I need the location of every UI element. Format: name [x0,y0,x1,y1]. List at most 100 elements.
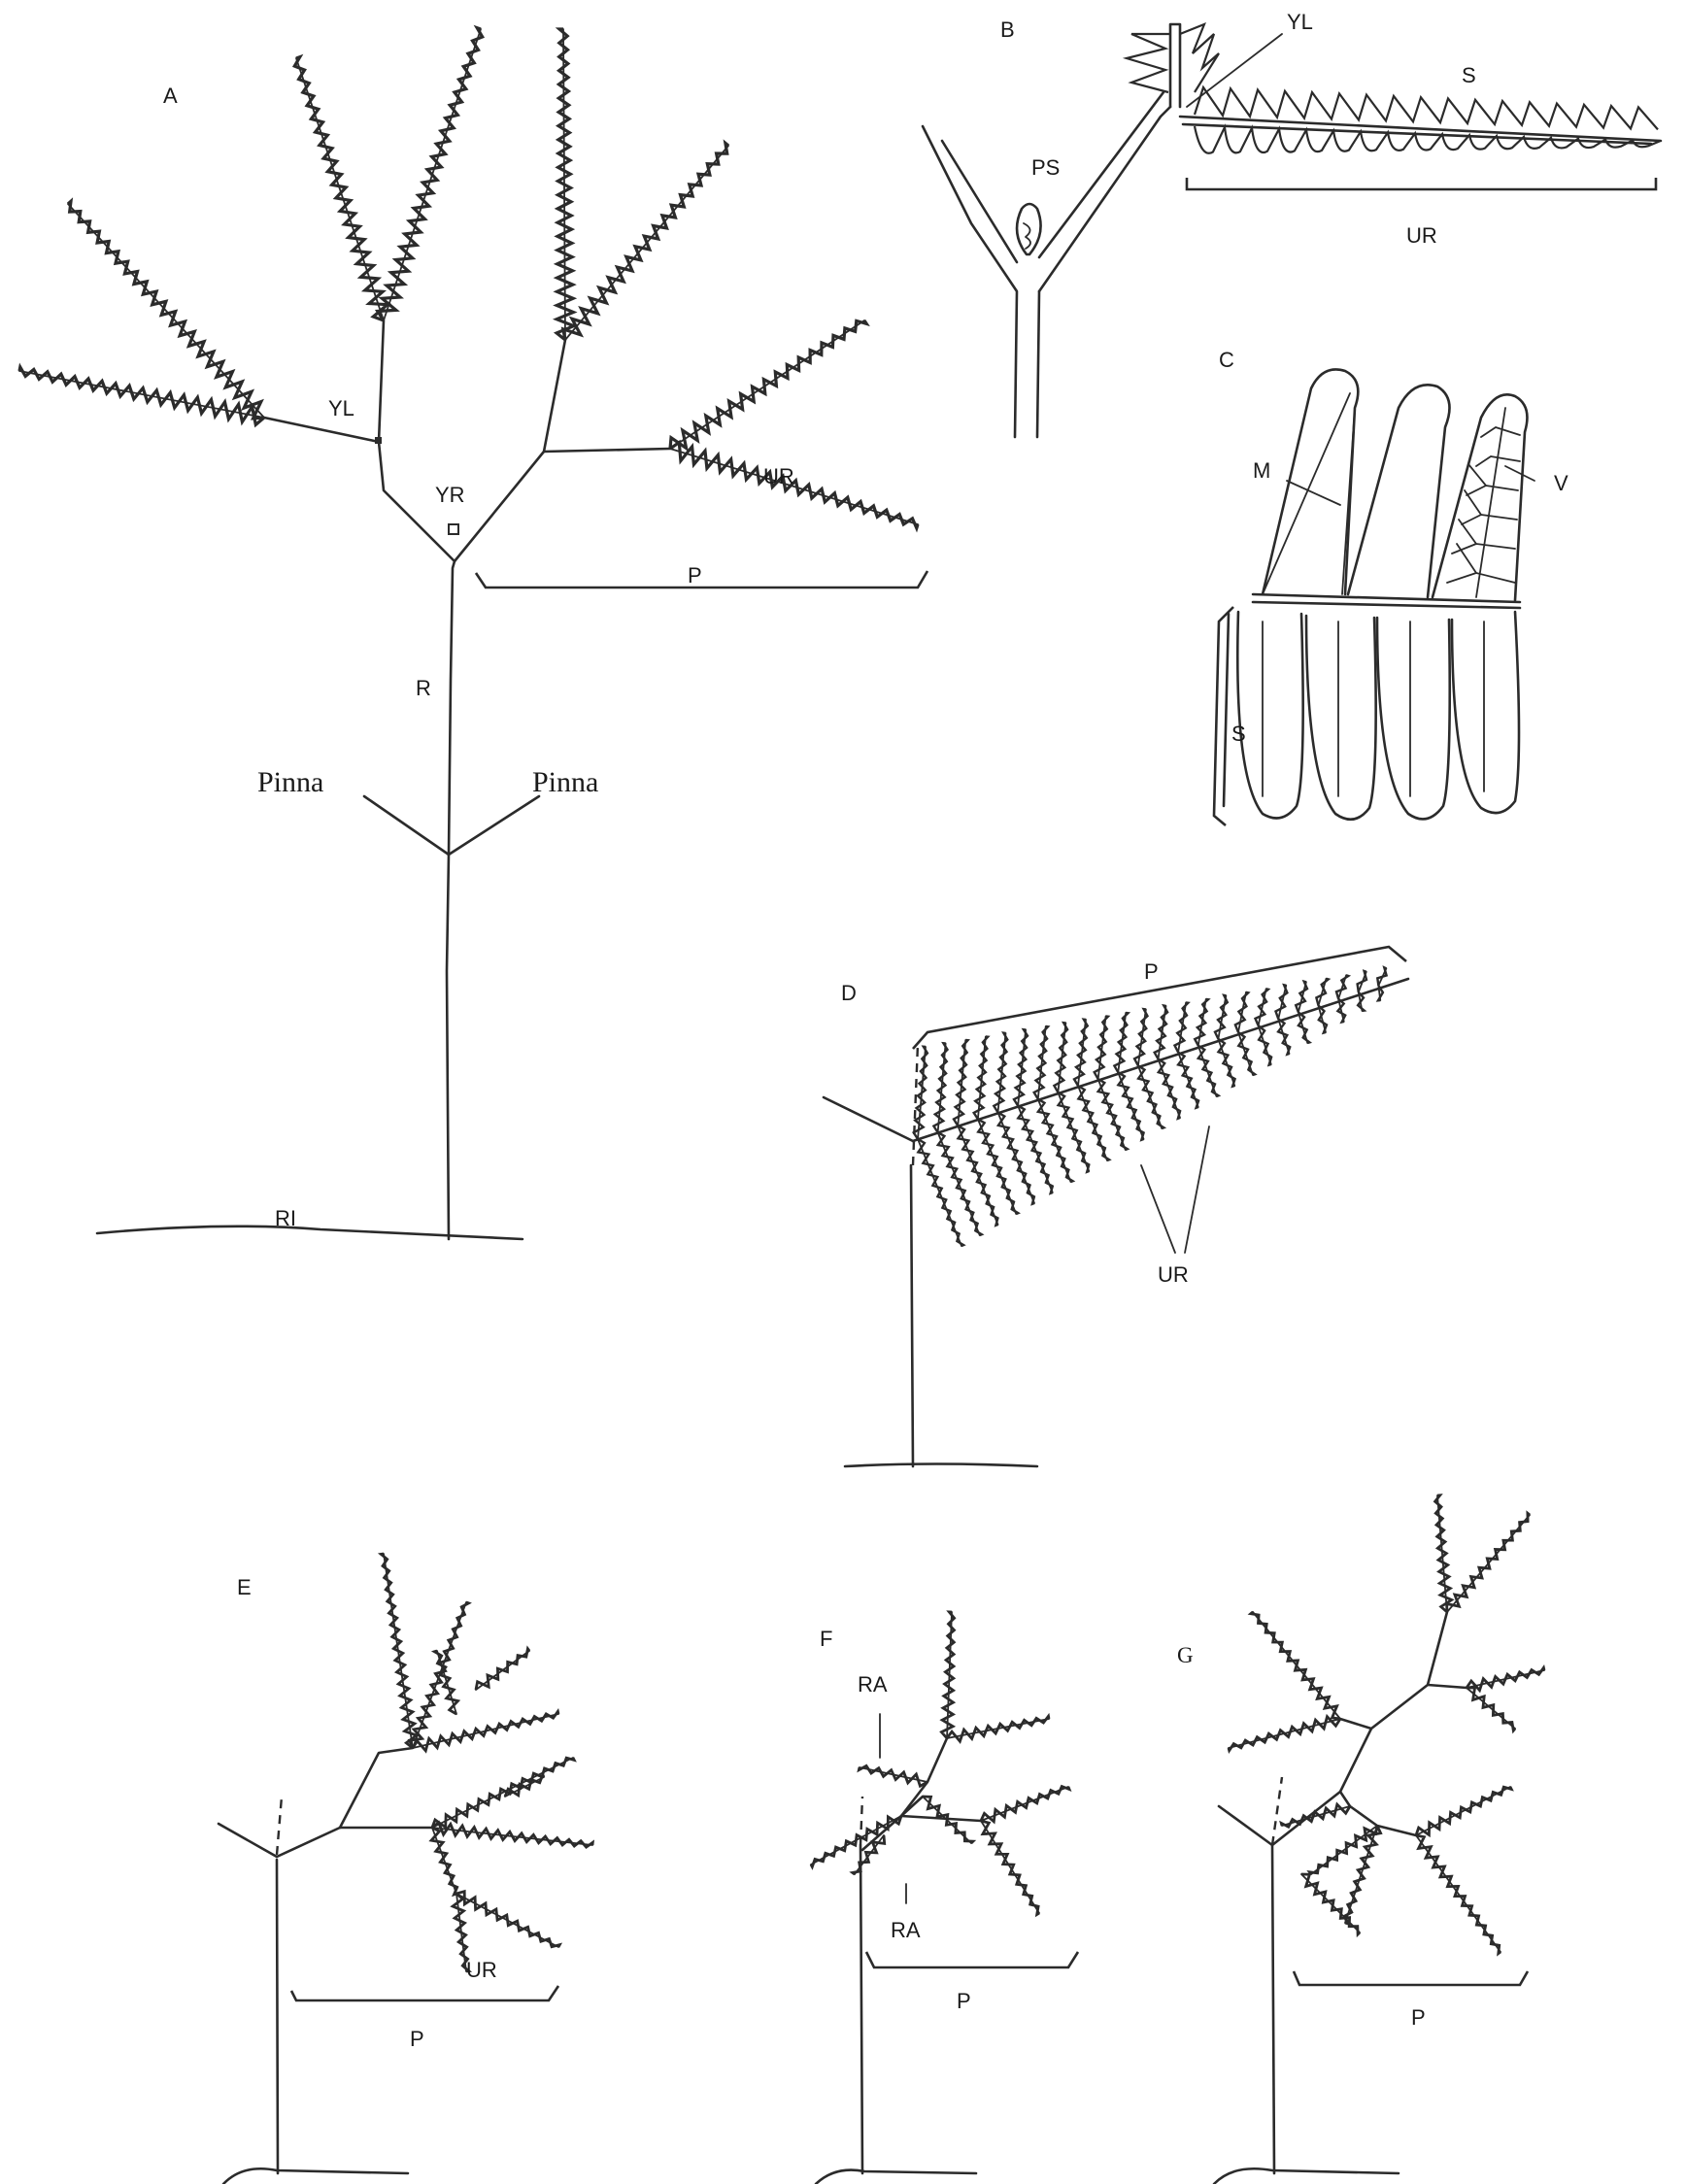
panel-e-bracket-p [291,1986,558,2000]
panel-d-upper-pinna [1014,1029,1028,1105]
panel-e-side-pinna [219,1824,277,1857]
panel-g-ultimate-segment [1251,1612,1340,1719]
panel-e-stipe [277,1860,278,2173]
panel-a-ultimate-segment [378,28,483,320]
panel-g-rhizome [1214,2168,1399,2184]
panel-d-side-pinna [824,1097,913,1141]
panel-e-label-ur: UR [466,1958,497,1982]
panel-f-label-ra-top: RA [858,1672,888,1697]
panel-c-leader-v [1505,466,1534,481]
panel-g-ultimate-segment [1467,1667,1544,1690]
panel-e: E UR P [219,1554,592,2184]
panel-a-branch-right [544,449,670,452]
panel-a-ultimate-segment [563,143,728,340]
panel-g-main-axis [1272,1612,1447,1845]
panel-b-upper-teeth [1195,87,1658,129]
panel-f-label-p: P [957,1989,971,2013]
panel-a-rachis [447,561,455,1239]
panel-b-label-ur: UR [1406,223,1437,248]
panel-a-lower-pinna-right [449,796,539,855]
panel-a-label-yl: YL [328,396,354,420]
panel-d-upper-pinna [1377,967,1386,986]
panel-f-stipe [860,1845,862,2173]
panel-a-label-yr: YR [435,483,465,507]
panel-d-upper-pinna [1358,971,1366,992]
panel-a-label-ri: RI [275,1206,296,1230]
panel-a-branch-yl [264,418,379,442]
panel-a-label-p: P [688,563,702,588]
panel-e-ultimate-segment [432,1823,592,1847]
panel-g-ultimate-segment [1435,1495,1452,1612]
panel-d-stipe-dashed [913,1044,918,1165]
panel-b-lower-teeth [1195,126,1660,153]
panel-g-ultimate-segment [1229,1717,1340,1751]
panel-b-label-ps: PS [1031,155,1060,180]
panel-c-label-m: M [1253,458,1270,483]
panel-b-yl-left-teeth [1127,34,1170,92]
panel-e-label-p: P [410,2027,424,2051]
panel-c-label-v: V [1554,471,1568,495]
panel-a-rhizome [97,1226,523,1239]
panel-f-ultimate-segment [947,1716,1049,1741]
panel-g-bracket-p [1294,1971,1528,1985]
panel-a-ultimate-segment-axis [670,320,864,449]
panel-a-label-ur: UR [763,464,794,488]
panel-g-branch-right [1428,1685,1467,1688]
panel-f-ultimate-segment [811,1816,901,1866]
panel-b-label-yl: YL [1287,10,1313,34]
panel-e-ultimate-segment [381,1554,417,1748]
panel-e-branch-up [340,1748,413,1828]
panel-g-branch-left [1340,1719,1371,1729]
panel-g-stipe-dashed [1272,1777,1282,1845]
panel-c-lower-segment-4 [1452,612,1519,813]
panel-b-letter: B [1000,17,1015,42]
panel-d-upper-pinna [1155,1006,1167,1059]
panel-d-upper-pinna [1296,982,1307,1013]
panel-c-midvein-1 [1342,408,1355,594]
panel-d-upper-pinna [933,1043,947,1132]
panel-e-stipe-dashed [277,1797,282,1855]
panel-g-label-p: P [1411,2005,1426,2030]
panel-f-ultimate-segment [859,1765,927,1786]
panel-f-label-ra-bottom: RA [891,1918,921,1942]
panel-e-letter: E [237,1575,252,1599]
panel-a-ultimate-segment [19,367,264,424]
panel-b-arm-left-inner [942,141,1017,262]
panel-d-lower-pinna [1138,1065,1164,1128]
panel-b-bracket-ur [1187,178,1656,189]
panel-a-node [375,437,382,444]
panel-f-bracket-p [866,1952,1078,1967]
panel-d-lower-pinna [978,1119,1018,1214]
panel-d-upper-pinna [1074,1020,1088,1086]
panel-d-upper-pinna [954,1040,968,1126]
panel-b-yl-right-teeth [1180,24,1219,92]
panel-d-rhizome [845,1464,1037,1467]
panel-d-leaders-ur [1141,1126,1209,1253]
panel-g-stipe [1272,1845,1274,2173]
panel-c-upper-segment-2 [1348,385,1450,597]
panel-e-rachis [277,1828,432,1857]
panel-a-branch-upper-left [379,320,384,442]
panel-c-rachis-lower [1253,602,1520,608]
panel-a: A YL YR UR P R Pinna Pinna RI [19,28,927,1239]
panel-a-label-pinna-right: Pinna [532,766,598,798]
panel-b: B YL S PS UR [923,10,1661,437]
panel-c-label-s: S [1231,722,1246,746]
panel-d-upper-pinna [914,1047,927,1139]
panel-d: D P UR [824,947,1408,1466]
panel-e-ultimate-segment [476,1649,529,1690]
panel-c-letter: C [1219,348,1234,372]
panel-e-ultimate-segment-axis [432,1758,573,1828]
panel-f-letter: F [820,1627,832,1651]
panel-d-upper-pinna [974,1037,988,1120]
panel-c-lower-segment-3 [1377,618,1450,819]
panel-c-lower-segment-2 [1306,616,1376,820]
panel-d-letter: D [841,981,857,1005]
panel-a-bud [449,524,458,534]
panel-b-ps-coil [1024,223,1030,249]
panel-c-rachis [1253,594,1520,602]
panel-g: G P [1177,1495,1544,2184]
panel-b-yl-stalk [1170,24,1180,107]
panel-b-label-s: S [1462,63,1476,87]
